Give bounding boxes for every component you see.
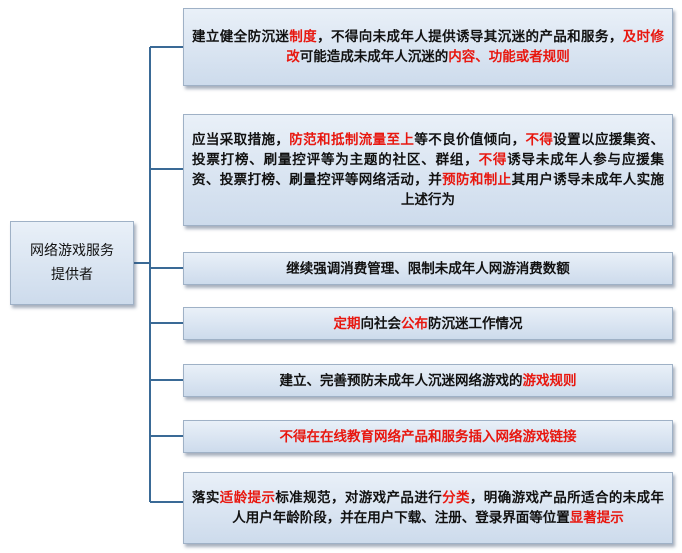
highlight-text: 不得在在线教育网络产品和服务插入网络游戏链接 (279, 428, 577, 445)
item-text: 不得在在线教育网络产品和服务插入网络游戏链接 (280, 427, 577, 447)
item-box-7: 落实适龄提示标准规范，对游戏产品进行分类，明确游戏产品所适合的未成年人用户年龄阶… (183, 472, 673, 544)
item-box-6: 不得在在线教育网络产品和服务插入网络游戏链接 (183, 420, 673, 453)
body-text: 标准规范，对游戏产品进行 (275, 490, 443, 506)
body-text: 建立、完善预防未成年人沉迷网络游戏的 (279, 372, 523, 389)
highlight-text: 预防和制止 (442, 172, 512, 188)
body-text: ，明确游戏产品所适合的未成年人用户年龄阶段，并在用户下载、注册、登录界面等位置 (232, 490, 665, 526)
body-text: 可能造成未成年人沉迷的 (299, 49, 449, 65)
item-text: 建立、完善预防未成年人沉迷网络游戏的游戏规则 (280, 371, 577, 391)
highlight-text: 防范和抵制流量至上 (289, 132, 415, 148)
item-text: 应当采取措施，防范和抵制流量至上等不良价值倾向，不得设置以应援集资、投票打榜、刷… (192, 130, 664, 210)
body-text: ，不得向未成年人提供诱导其沉迷的产品和服务， (317, 29, 623, 45)
item-text: 定期向社会公布防沉迷工作情况 (334, 314, 523, 334)
highlight-text: 及时修改 (286, 29, 665, 65)
item-text: 建立健全防沉迷制度，不得向未成年人提供诱导其沉迷的产品和服务，及时修改可能造成未… (192, 27, 664, 67)
body-text: 继续强调消费管理、限制未成年人网游消费数额 (286, 260, 570, 277)
root-label-line2: 提供者 (51, 267, 93, 283)
body-text: 设置以应援集资、投票打榜、刷量控评等为主题的社区、群组， (192, 132, 665, 168)
highlight-text: 制度 (289, 29, 318, 45)
highlight-text: 内容、功能或者规则 (448, 49, 570, 65)
highlight-text: 分类 (442, 490, 470, 506)
highlight-text: 不得 (525, 132, 554, 148)
highlight-text: 不得 (478, 152, 508, 168)
body-text: 诱导未成年人参与应援集资、投票打榜、刷量控评等网络活动，并 (192, 152, 664, 188)
body-text: 向社会 (360, 315, 402, 332)
highlight-text: 适龄提示 (219, 490, 276, 506)
root-label-line1: 网络游戏服务 (30, 243, 114, 259)
body-text: 建立健全防沉迷 (192, 29, 290, 45)
item-box-5: 建立、完善预防未成年人沉迷网络游戏的游戏规则 (183, 364, 673, 397)
item-text: 继续强调消费管理、限制未成年人网游消费数额 (286, 259, 570, 279)
item-box-4: 定期向社会公布防沉迷工作情况 (183, 307, 673, 340)
highlight-text: 定期 (333, 315, 361, 332)
body-text: 其用户诱导未成年人实施上述行为 (401, 172, 665, 208)
body-text: 等不良价值倾向， (414, 132, 526, 148)
body-text: 应当采取措施， (192, 132, 290, 148)
body-text: 防沉迷工作情况 (428, 315, 523, 332)
item-box-2: 应当采取措施，防范和抵制流量至上等不良价值倾向，不得设置以应援集资、投票打榜、刷… (183, 114, 673, 226)
root-node-game-service-provider: 网络游戏服务 提供者 (10, 221, 134, 305)
highlight-text: 游戏规则 (522, 372, 577, 389)
highlight-text: 公布 (401, 315, 428, 332)
item-box-1: 建立健全防沉迷制度，不得向未成年人提供诱导其沉迷的产品和服务，及时修改可能造成未… (183, 8, 673, 86)
item-text: 落实适龄提示标准规范，对游戏产品进行分类，明确游戏产品所适合的未成年人用户年龄阶… (192, 488, 664, 528)
highlight-text: 显著提示 (569, 510, 624, 526)
item-box-3: 继续强调消费管理、限制未成年人网游消费数额 (183, 252, 673, 285)
body-text: 落实 (192, 490, 220, 506)
